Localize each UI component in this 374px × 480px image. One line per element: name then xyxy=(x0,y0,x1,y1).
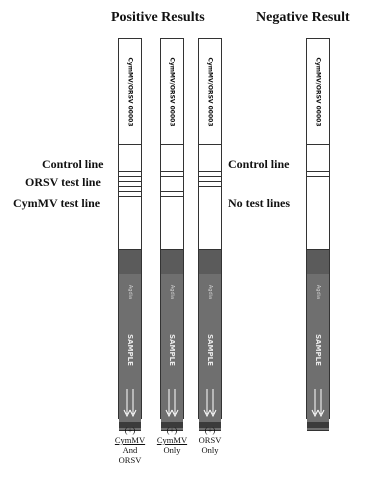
flow-arrows-icon xyxy=(203,389,217,418)
negative-result-heading: Negative Result xyxy=(256,10,350,25)
test-strip-orsv-only: CymMV/ORSV 00003 Agdia SAMPLE xyxy=(198,38,222,431)
absorbent-band xyxy=(307,422,329,428)
orsv-test-line xyxy=(119,181,141,187)
flow-arrows-icon xyxy=(165,389,179,418)
strip-label-text: CymMV/ORSV 00003 xyxy=(314,56,322,127)
caption-line2: And xyxy=(122,445,138,455)
caption-line1: CymMV xyxy=(114,435,146,445)
pad-sample-text: SAMPLE xyxy=(314,334,322,366)
absorbent-band xyxy=(199,422,221,428)
flow-arrows-icon xyxy=(311,389,325,418)
cymmv-test-line-label: CymMV test line xyxy=(13,196,101,210)
strip-label-box: CymMV/ORSV 00003 xyxy=(307,39,329,145)
strip-label-box: CymMV/ORSV 00003 xyxy=(199,39,221,145)
caption-line2: Only xyxy=(163,445,181,455)
pad-shade xyxy=(161,250,183,274)
control-line xyxy=(307,171,329,177)
cymmv-test-line xyxy=(119,191,141,197)
sample-pad: Agdia SAMPLE xyxy=(119,249,141,431)
sample-pad: Agdia SAMPLE xyxy=(307,249,329,431)
caption-cymmv-only: (+) CymMV Only xyxy=(150,425,194,455)
pad-brand-text: Agdia xyxy=(127,284,133,300)
caption-orsv-only: (+) ORSV Only xyxy=(188,425,232,455)
strip-label-box: CymMV/ORSV 00003 xyxy=(119,39,141,145)
test-strip-cymmv-only: CymMV/ORSV 00003 Agdia SAMPLE xyxy=(160,38,184,431)
pad-shade xyxy=(119,250,141,274)
no-test-lines-label: No test lines xyxy=(228,196,290,210)
flow-arrows-icon xyxy=(123,389,137,418)
pad-sample-text: SAMPLE xyxy=(168,334,176,366)
caption-plus: (+) xyxy=(124,425,136,435)
control-line xyxy=(199,171,221,177)
strip-label-text: CymMV/ORSV 00003 xyxy=(168,56,176,127)
strip-label-text: CymMV/ORSV 00003 xyxy=(206,56,214,127)
test-strip-negative: CymMV/ORSV 00003 Agdia SAMPLE xyxy=(306,38,330,431)
caption-plus: (+) xyxy=(204,425,216,435)
control-line xyxy=(161,171,183,177)
positive-results-heading: Positive Results xyxy=(111,10,205,25)
strip-label-box: CymMV/ORSV 00003 xyxy=(161,39,183,145)
pad-brand-text: Agdia xyxy=(315,284,321,300)
caption-cymmv-and-orsv: (+) CymMV And ORSV xyxy=(108,425,152,465)
caption-line1: CymMV xyxy=(156,435,188,445)
pad-sample-text: SAMPLE xyxy=(126,334,134,366)
absorbent-band xyxy=(119,422,141,428)
test-strip-cymmv-and-orsv: CymMV/ORSV 00003 Agdia SAMPLE xyxy=(118,38,142,431)
orsv-test-line-label: ORSV test line xyxy=(25,175,101,189)
pad-shade xyxy=(307,250,329,274)
pad-brand-text: Agdia xyxy=(169,284,175,300)
orsv-test-line xyxy=(199,181,221,187)
strip-label-text: CymMV/ORSV 00003 xyxy=(126,56,134,127)
caption-line3: ORSV xyxy=(118,455,142,465)
sample-pad: Agdia SAMPLE xyxy=(161,249,183,431)
control-line xyxy=(119,171,141,177)
pad-sample-text: SAMPLE xyxy=(206,334,214,366)
negative-control-line-label: Control line xyxy=(228,157,290,171)
caption-line2: Only xyxy=(201,445,219,455)
pad-brand-text: Agdia xyxy=(207,284,213,300)
control-line-label: Control line xyxy=(42,157,104,171)
caption-line1: ORSV xyxy=(198,435,222,445)
pad-shade xyxy=(199,250,221,274)
caption-plus: (+) xyxy=(166,425,178,435)
sample-pad: Agdia SAMPLE xyxy=(199,249,221,431)
absorbent-band xyxy=(161,422,183,428)
cymmv-test-line xyxy=(161,191,183,197)
